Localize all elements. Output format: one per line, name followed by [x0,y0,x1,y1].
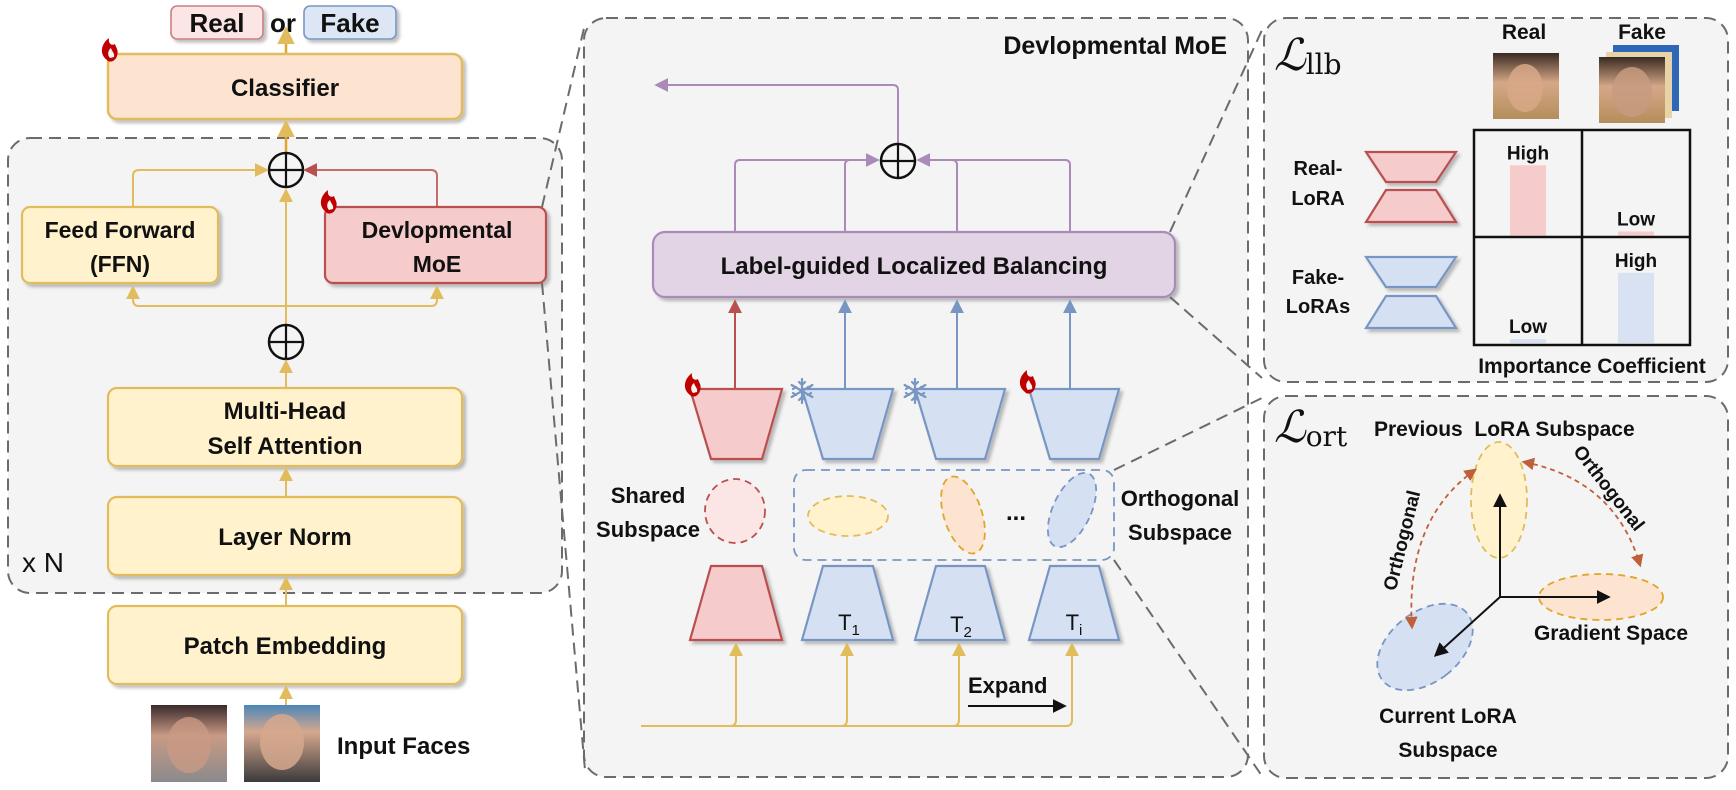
orthogonal-arrow-right [1521,457,1644,568]
importance-label-high: High [1507,143,1549,164]
task-lora-down [1027,564,1121,642]
balancing-label: Label-guided Localized Balancing [721,253,1108,280]
task-subspace-ellipse [1046,471,1098,549]
task-lora-down [913,564,1007,642]
task-subspace-ellipse [940,475,986,555]
classifier-box [106,52,464,121]
current-lora-label-line1: Current LoRA [1379,705,1517,728]
developmental-moe-box [323,205,548,285]
real-lora-icon [1363,150,1459,184]
fake-loras-icon [1363,255,1459,289]
importance-coefficient-label: Importance Coefficient [1478,355,1706,378]
moe-panel-title: Devlopmental MoE [1003,32,1227,60]
label-guided-localized-balancing-box [651,230,1177,299]
llb-loss-symbol: ℒllb [1274,30,1342,81]
arrow-ffn-to-add [132,163,269,206]
llb-col-real: Real [1502,21,1546,44]
layer-norm-label: Layer Norm [218,524,351,551]
mhsa-box [106,386,464,468]
real-output-badge [170,5,264,40]
previous-lora-subspace-label: Previous LoRA Subspace [1374,418,1635,441]
real-lora-label-line2: LoRA [1291,188,1344,210]
classifier-label: Classifier [231,75,339,102]
moe-label-line1: Devlopmental [362,217,513,243]
zoom-connector [541,282,586,771]
fake-output-badge [303,5,397,40]
layer-norm-box [106,495,464,577]
zoom-connector [541,23,586,208]
moe-output-arrow [654,78,899,148]
ffn-box [20,205,220,285]
task-subspace-ellipse [807,495,889,537]
importance-bar-low [1510,339,1546,343]
llb-col-fake: Fake [1618,21,1666,44]
importance-bar-high [1618,272,1654,343]
repeat-count-label: x N [22,547,64,578]
task-lora-up [800,387,895,461]
or-label: or [270,8,296,38]
fake-loras-label-line2: LoRAs [1286,296,1350,318]
gradient-space-label: Gradient Space [1534,622,1688,645]
patch-embedding-box [106,604,464,686]
arrow-moe-to-add [303,163,438,206]
importance-label-low: Low [1509,317,1547,338]
ort-loss-symbol: ℒort [1274,402,1348,453]
shared-subspace-label-line1: Shared [611,483,686,508]
importance-label-low: Low [1617,210,1655,231]
fake-output-label: Fake [320,8,379,38]
task-lora-up [1027,387,1121,461]
expand-label: Expand [968,673,1047,698]
moe-label-line2: MoE [413,251,462,277]
orthogonal-subspace-label-line1: Orthogonal [1121,486,1240,511]
orthogonal-subspace-label-line2: Subspace [1128,520,1232,545]
task-label-t1: T1 [838,610,860,639]
shared-lora-down [688,564,784,642]
orthogonal-subspace-frame [793,469,1115,561]
current-lora-label-line2: Subspace [1398,739,1497,762]
fire-icon [101,38,118,62]
task-label-ti: Ti [1066,610,1083,639]
mhsa-label-line1: Multi-Head [224,398,347,425]
task-lora-up [913,387,1007,461]
task-lora-down [800,564,895,642]
task-label-t2: T2 [950,612,972,641]
ffn-label-line1: Feed Forward [45,217,196,243]
output-labels: Real or Fake [170,5,397,40]
mhsa-label-line2: Self Attention [207,433,362,460]
zoom-connector [1113,397,1263,471]
lora-down-projections [688,564,1121,642]
shared-lora-up [688,387,784,461]
input-bus [641,642,1079,727]
zoom-connector [1169,296,1263,379]
patch-embedding-label: Patch Embedding [184,633,387,660]
split-line [132,288,438,307]
real-output-label: Real [190,8,245,38]
ffn-label-line2: (FFN) [90,251,150,277]
lora-up-projections [688,387,1121,461]
real-lora-label-line1: Real- [1294,158,1343,180]
importance-label-high: High [1615,251,1657,272]
orthogonal-arrow-left [1405,468,1478,630]
shared-subspace-ellipse [704,478,766,544]
zoom-connector [1113,559,1263,777]
fake-loras-label-line1: Fake- [1292,267,1344,289]
shared-subspace-label-line2: Subspace [596,517,700,542]
input-faces-label: Input Faces [337,733,470,760]
importance-bar-high [1510,165,1546,236]
ellipsis: ... [1006,499,1026,526]
importance-bar-low [1618,231,1654,236]
